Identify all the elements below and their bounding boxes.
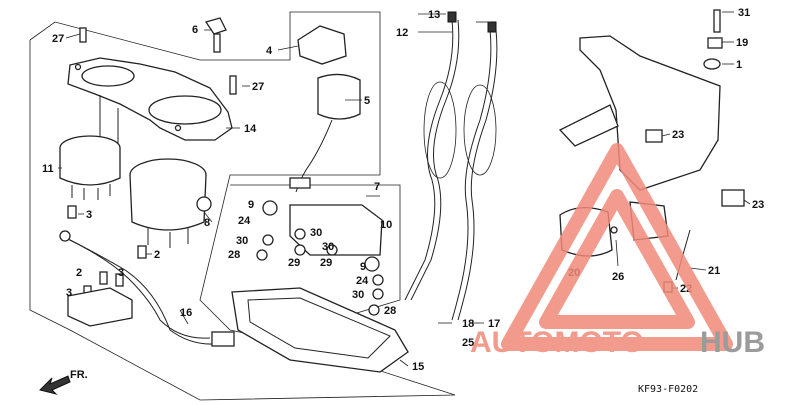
callout-p23a: 23 <box>672 129 684 141</box>
callout-p17: 17 <box>488 318 500 330</box>
diagram-code: KF93-F0202 <box>638 384 698 395</box>
callout-p2a: 2 <box>154 249 160 261</box>
callout-p23b: 23 <box>752 199 764 211</box>
callout-p4: 4 <box>266 45 273 57</box>
callout-p9b: 9 <box>360 261 366 273</box>
tachometer <box>129 158 212 248</box>
callout-p31: 31 <box>738 7 750 19</box>
callout-p2b: 2 <box>76 267 82 279</box>
meter-case <box>67 57 233 151</box>
callout-p27b: 27 <box>252 81 264 93</box>
callout-p30a: 30 <box>236 235 248 247</box>
callout-p24a: 24 <box>238 215 251 227</box>
watermark-triangle <box>501 143 733 351</box>
callout-p25: 25 <box>462 337 474 349</box>
callout-p15: 15 <box>412 361 424 373</box>
callout-p30d: 30 <box>352 289 364 301</box>
callout-p30b: 30 <box>310 227 322 239</box>
callout-p29a: 29 <box>288 257 300 269</box>
callout-p1: 1 <box>736 59 742 71</box>
meter-lower-cover <box>231 287 409 373</box>
speedometer <box>59 135 121 200</box>
watermark-brand-part1: AUTOMOTO <box>470 326 644 359</box>
callout-p3b: 3 <box>118 267 124 279</box>
callout-p29b: 29 <box>320 257 332 269</box>
callout-p26: 26 <box>612 271 624 283</box>
callout-p28b: 28 <box>384 305 396 317</box>
callout-p21: 21 <box>708 265 720 277</box>
callout-p12: 12 <box>396 27 408 39</box>
wire-harness <box>59 230 235 347</box>
callout-p7: 7 <box>374 181 380 193</box>
callout-p18: 18 <box>462 318 474 330</box>
callout-p6: 6 <box>192 24 198 36</box>
callout-p9a: 9 <box>248 199 254 211</box>
callout-p10: 10 <box>380 219 392 231</box>
callout-labels: 27 6 4 5 27 14 11 3 8 2 2 3 3 16 7 9 24 … <box>42 7 764 373</box>
callout-p13: 13 <box>428 9 440 21</box>
callout-p3a: 3 <box>86 209 92 221</box>
watermark-brand-part2: HUB <box>700 326 765 359</box>
front-direction-arrow: FR. <box>39 369 88 395</box>
callout-p5: 5 <box>364 95 370 107</box>
watermark: AUTOMOTO HUB <box>470 143 765 359</box>
callout-p11: 11 <box>42 163 54 175</box>
callout-p14: 14 <box>244 123 257 135</box>
meter-cables <box>404 11 498 321</box>
callout-p16: 16 <box>180 307 192 319</box>
ignition-switch <box>204 17 361 193</box>
callout-p28a: 28 <box>228 249 240 261</box>
callout-p8: 8 <box>204 217 210 229</box>
callout-p27a: 27 <box>52 33 64 45</box>
callout-p24b: 24 <box>356 275 369 287</box>
callout-p3c: 3 <box>66 287 72 299</box>
callout-p19: 19 <box>736 37 748 49</box>
callout-p30c: 30 <box>322 241 334 253</box>
assembly-outline-lower <box>29 40 456 401</box>
direction-label: FR. <box>70 369 88 381</box>
indicator-board <box>256 200 384 316</box>
